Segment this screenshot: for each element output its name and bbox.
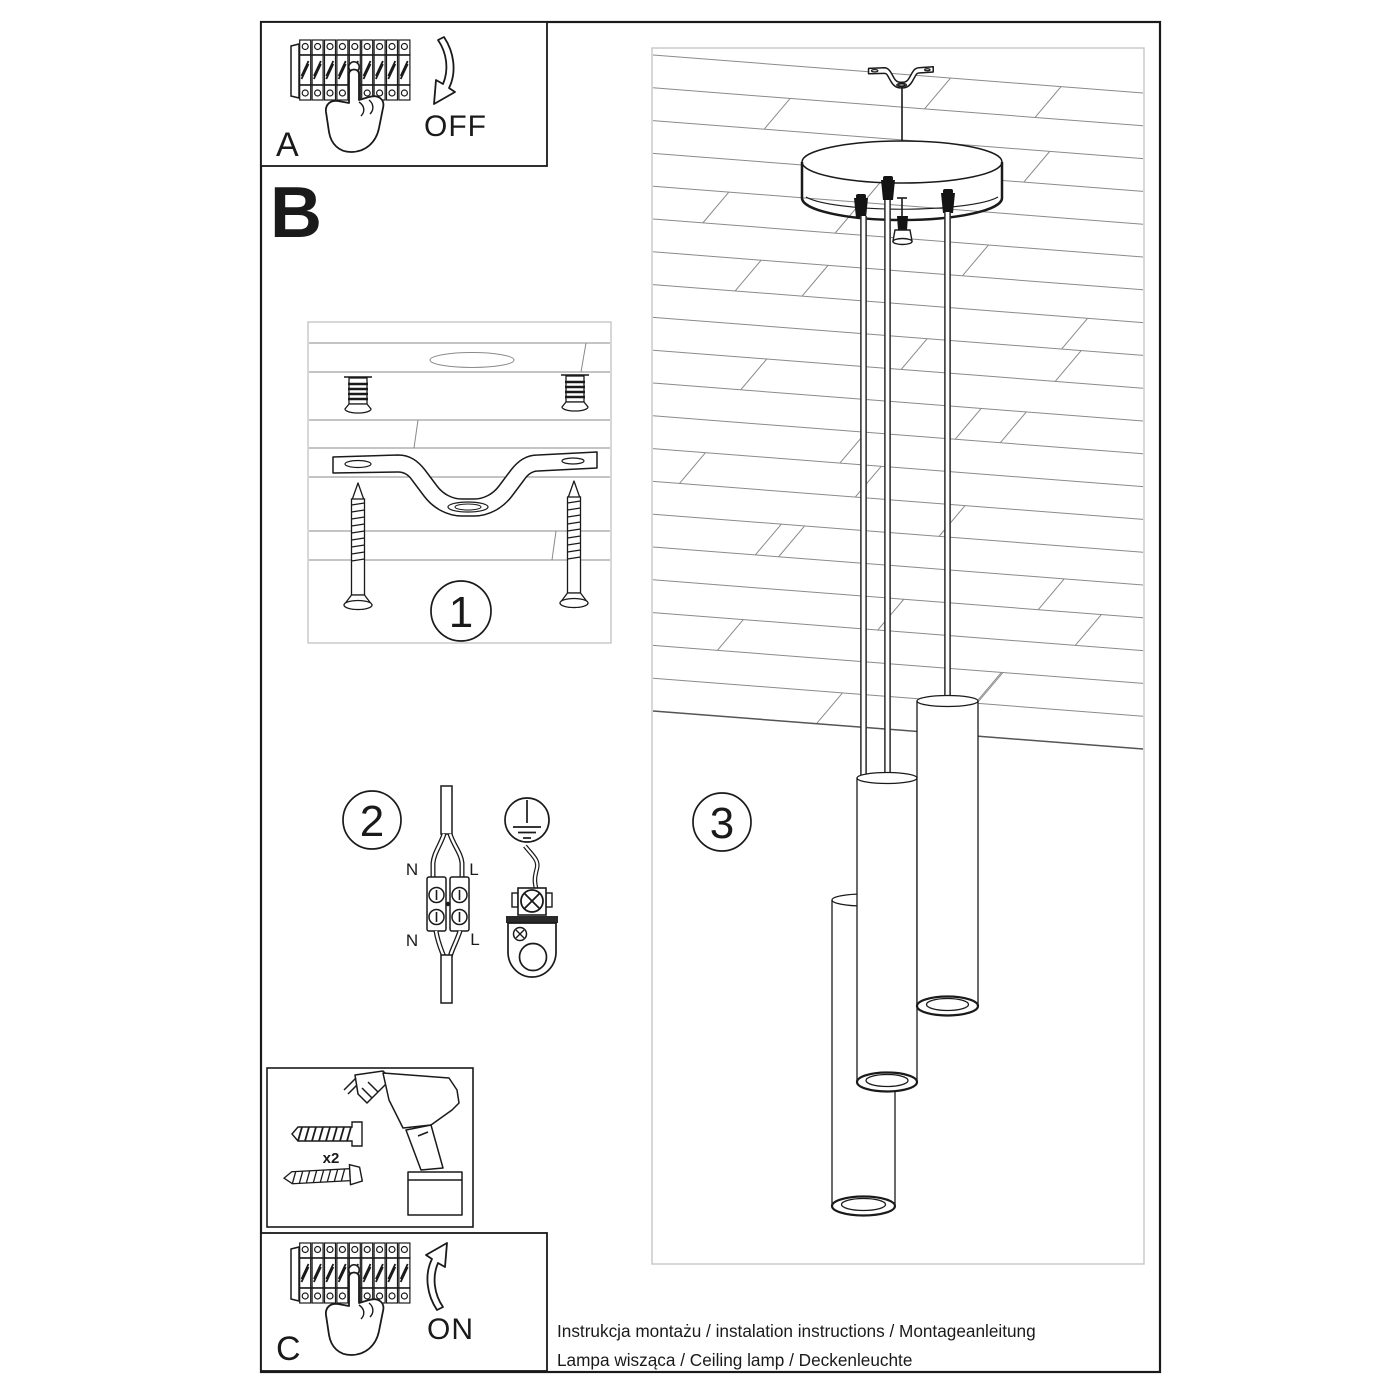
pendant-cylinder-right (915, 694, 980, 1017)
arrow-up-icon (425, 1242, 448, 1311)
tools-box: x2 (266, 1067, 474, 1228)
step3-hanging-lamp-diagram: 3 (651, 47, 1145, 1265)
pendant-cables (860, 200, 951, 902)
ceiling-plank-lines (309, 342, 610, 561)
pendant-cylinder-middle (855, 771, 919, 1093)
footer-line-1: Instrukcja montażu / instalation instruc… (557, 1321, 1036, 1341)
footer-line-2: Lampa wisząca / Ceiling lamp / Deckenleu… (557, 1350, 912, 1370)
canopy-icon (800, 140, 1004, 222)
panel-a-box: A OFF (260, 21, 548, 167)
power-cable-icon (430, 785, 465, 877)
cord-grip-icon (941, 189, 955, 213)
panel-c-label: C (276, 1330, 301, 1368)
section-b-label: B (270, 173, 322, 253)
step-number-2: 2 (342, 790, 402, 850)
drill-icon (343, 1070, 463, 1216)
page-frame (259, 20, 1162, 1374)
panel-c-box: C ON (260, 1232, 548, 1372)
cable-holder-icon (892, 197, 913, 246)
cord-grip-icon (854, 194, 868, 218)
wire-label-n-top: N (406, 860, 418, 879)
screw-horizontal-icon (282, 1163, 364, 1186)
wire-label-l-top: L (469, 860, 478, 879)
ground-wire-icon (523, 844, 540, 889)
step2-wiring-diagram: 2 N L N L (342, 785, 558, 1004)
step-number-1: 1 (430, 580, 492, 642)
svg-text:3: 3 (710, 799, 734, 848)
cord-grips (854, 176, 955, 246)
ground-clamp-icon (506, 887, 558, 978)
svg-text:1: 1 (449, 588, 473, 637)
ceiling-hole-outline (429, 352, 515, 368)
cord-grip-icon (881, 176, 895, 200)
arrow-down-icon (433, 36, 456, 105)
step1-mounting-diagram: 1 (307, 321, 612, 644)
pendant-cable (944, 212, 951, 703)
power-off-label: OFF (424, 110, 487, 143)
wall-plug-horizontal-icon (291, 1121, 363, 1147)
earth-symbol-icon (504, 797, 550, 843)
power-on-label: ON (427, 1313, 474, 1346)
pendant-cable (884, 200, 891, 780)
quantity-label: x2 (323, 1150, 340, 1167)
wire-label-n-bottom: N (406, 931, 418, 950)
svg-text:2: 2 (360, 797, 384, 846)
lamp-cable-icon (433, 930, 463, 1004)
panel-a-label: A (276, 126, 299, 164)
wire-label-l-bottom: L (470, 930, 479, 949)
step-number-3: 3 (692, 792, 752, 852)
ceiling-edge-line (652, 710, 1144, 750)
terminal-block-icon (426, 876, 470, 932)
